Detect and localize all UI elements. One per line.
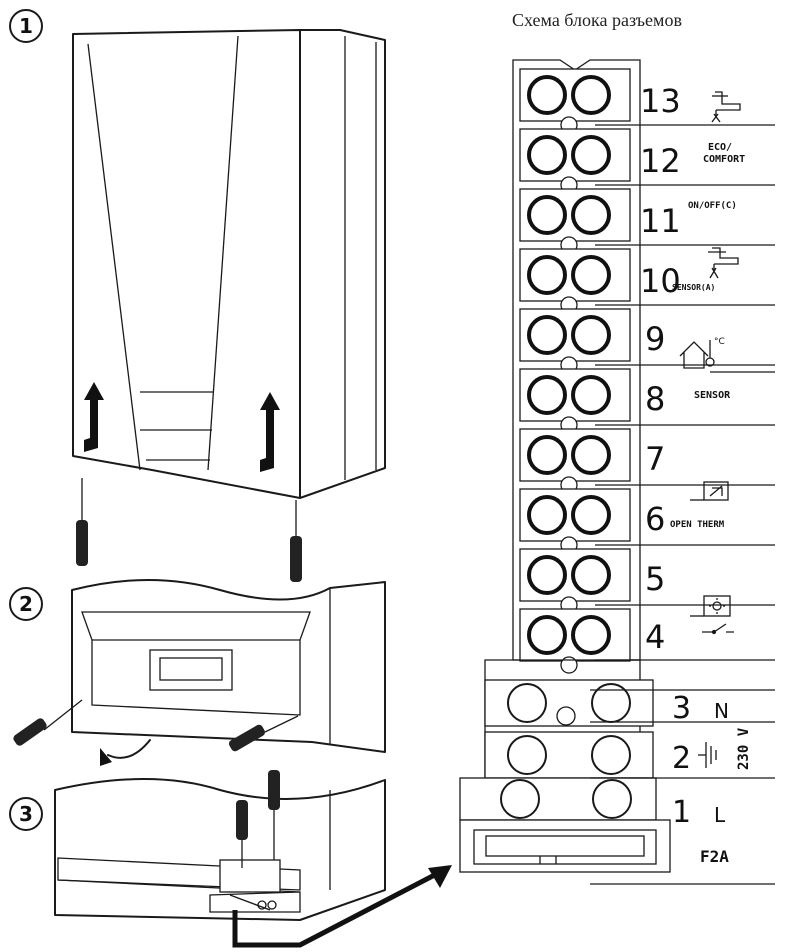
terminal-screw [527,135,567,175]
terminal-screw [527,75,567,115]
terminal-screw [571,615,611,655]
terminal-screw [527,195,567,235]
terminal-screw [571,435,611,475]
terminal-spacer [560,656,578,674]
step-3-terminal-illustration [54,770,452,948]
screwdriver-icon [236,800,248,868]
terminal-1-label: L [714,803,726,827]
terminal-screw [527,615,567,655]
terminal-screw [571,75,611,115]
terminal-screw [527,495,567,535]
room-thermostat-icon [690,595,734,635]
screwdriver-icon [268,770,280,860]
terminal-screw [571,195,611,235]
terminal-11-label: ON/OFF(C) [688,201,737,211]
open-therm-icon [690,481,729,501]
terminal-6-number: 6 [645,500,665,538]
svg-text:°C: °C [714,337,725,347]
terminal-13-number: 13 [640,82,681,120]
water-tap-sensor-icon [708,247,739,279]
step-2-panel-illustration [13,579,386,766]
terminal-12-number: 12 [640,142,681,180]
terminal-1-number: 1 [672,795,691,830]
screwdriver-icon [229,715,299,752]
terminal-7-number: 7 [645,440,665,478]
terminal-12-label-comfort: COMFORT [703,154,745,165]
step-2-label: 2 [19,592,33,616]
step-1-badge: 1 [9,9,43,43]
arrow-up-icon [260,392,280,472]
terminal-11-number: 11 [640,202,681,240]
terminal-4-number: 4 [645,618,665,656]
terminal-12-label-eco: ECO/ [708,142,732,153]
terminal-screw [527,555,567,595]
step-1-label: 1 [19,14,33,38]
step-2-badge: 2 [9,587,43,621]
terminal-screw [571,495,611,535]
terminal-screw [527,375,567,415]
terminal-5-number: 5 [645,560,665,598]
fuse-label: F2A [700,847,729,866]
screwdriver-icon [290,500,302,582]
terminal-screw [527,435,567,475]
ground-icon [698,742,717,768]
terminal-screw [527,255,567,295]
terminal-screw [527,315,567,355]
terminal-6-label: OPEN THERM [670,520,725,530]
rotate-arrow-icon [100,739,151,766]
terminal-10-number: 10 [640,262,681,300]
terminal-8-number: 8 [645,380,665,418]
terminal-10-label: SENSOR(A) [672,283,715,292]
terminal-2-number: 2 [672,741,691,776]
terminal-screw [571,255,611,295]
terminal-block: 13 12 11 10 9 8 7 6 5 4 ECO/ COMFORT ON/… [459,59,775,885]
water-tap-icon [711,91,741,123]
terminal-9-number: 9 [645,320,665,358]
terminal-screw [571,555,611,595]
step-3-label: 3 [19,802,33,826]
terminal-8-label: SENSOR [694,390,731,401]
terminal-3-label: N [714,699,729,723]
diagram-title: Схема блока разъемов [512,10,682,30]
screwdriver-icon [76,478,88,566]
step-1-boiler-illustration [72,29,386,582]
pointer-arrow [232,865,452,948]
terminal-screw [571,315,611,355]
terminal-screw [571,135,611,175]
voltage-label: 230 V [736,727,752,770]
house-thermometer-icon: °C [679,337,775,373]
screwdriver-icon [13,699,83,746]
terminal-screw [571,375,611,415]
step-3-badge: 3 [9,797,43,831]
arrow-up-icon [84,382,104,452]
terminal-3-number: 3 [672,691,691,726]
